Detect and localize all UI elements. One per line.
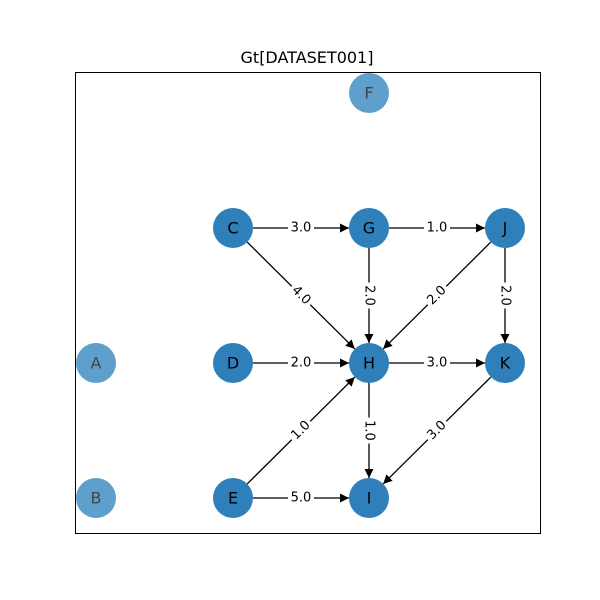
node-c: C [213, 208, 253, 248]
node-f: F [349, 73, 389, 113]
edge-label-bg [497, 282, 513, 309]
edge-label-bg [288, 220, 314, 236]
node-label: B [91, 489, 102, 508]
plot-frame [75, 72, 541, 534]
edge-weight-label: 1.0 [362, 420, 377, 441]
edge-label-bg [424, 220, 450, 236]
edge-label-bg [361, 282, 377, 309]
edge-label-bg [361, 417, 377, 444]
figure-title: Gt[DATASET001] [241, 48, 374, 67]
node-label: E [228, 489, 238, 508]
node-circle [349, 478, 389, 518]
node-layer: A B C D E F G H I J K [76, 73, 525, 518]
edge-weight-label: 2.0 [362, 285, 377, 306]
node-label: C [227, 219, 238, 238]
node-label: H [363, 354, 375, 373]
node-circle [349, 208, 389, 248]
node-label: F [364, 84, 373, 103]
node-label: K [500, 354, 511, 373]
edge-weight-label: 3.0 [291, 221, 312, 236]
node-label: A [91, 354, 102, 373]
edge-label-bg [286, 415, 316, 446]
edge-weight-label: 2.0 [291, 356, 312, 371]
edge-label-bg [422, 415, 452, 446]
node-k: K [485, 343, 525, 383]
edge-label-bg [288, 490, 314, 506]
node-h: H [349, 343, 389, 383]
node-label: I [367, 489, 372, 508]
edge-label-bg [422, 280, 452, 311]
node-label: G [363, 219, 375, 238]
node-b: B [76, 478, 116, 518]
node-circle [485, 208, 525, 248]
edge-label-bg [288, 355, 314, 371]
node-circle [213, 208, 253, 248]
node-circle [76, 478, 116, 518]
edge-weight-label: 1.0 [427, 221, 448, 236]
edge-weight-label: 5.0 [291, 491, 312, 506]
edge-weight-label: 2.0 [498, 285, 513, 306]
node-circle [485, 343, 525, 383]
node-label: D [227, 354, 239, 373]
node-d: D [213, 343, 253, 383]
node-circle [76, 343, 116, 383]
node-g: G [349, 208, 389, 248]
edge-label-bg [424, 355, 450, 371]
node-j: J [485, 208, 525, 248]
node-e: E [213, 478, 253, 518]
node-a: A [76, 343, 116, 383]
node-i: I [349, 478, 389, 518]
node-circle [349, 73, 389, 113]
edge-weight-label: 3.0 [427, 356, 448, 371]
node-circle [213, 343, 253, 383]
node-label: J [502, 219, 508, 238]
node-circle [213, 478, 253, 518]
edge-label-bg [286, 280, 316, 311]
node-circle [349, 343, 389, 383]
